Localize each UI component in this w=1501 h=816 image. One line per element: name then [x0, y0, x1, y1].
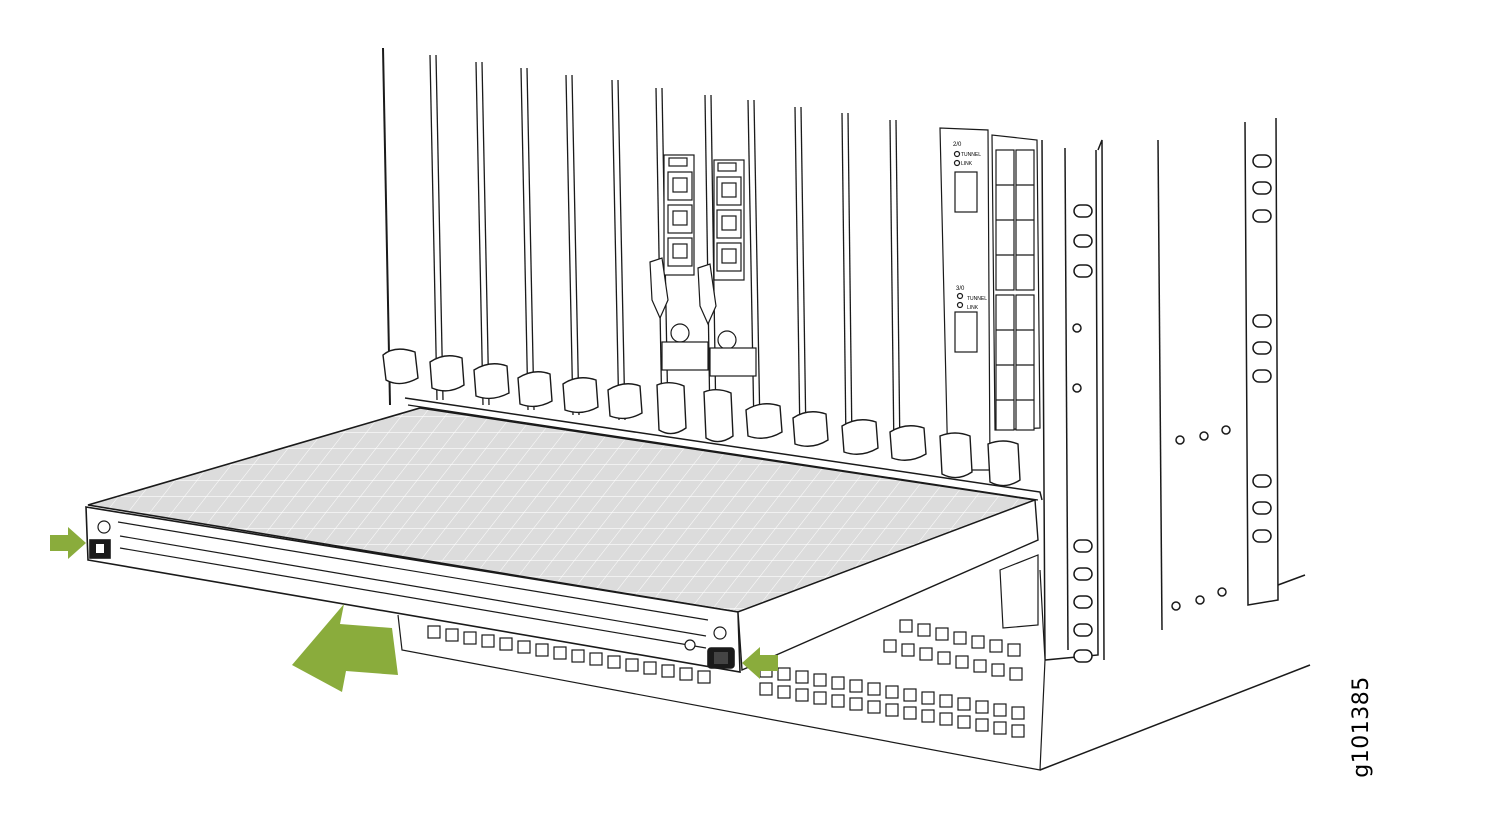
led-label: LINK — [967, 305, 979, 311]
card-slot-label: 3/0 — [956, 286, 965, 292]
screw-icon — [670, 323, 690, 343]
ejector-lever-icon — [697, 263, 717, 326]
chassis — [382, 47, 1306, 663]
screw-icon — [713, 626, 727, 640]
latch-icon[interactable] — [89, 539, 111, 559]
vent-holes — [427, 619, 1025, 738]
fan-tray[interactable] — [85, 407, 1039, 673]
rack-rail — [1041, 117, 1306, 663]
line-card-ports — [991, 134, 1041, 431]
press-latch-arrow-icon — [50, 527, 86, 559]
screw-icon — [717, 330, 737, 350]
ejector-lever-icon — [649, 257, 669, 320]
arrows — [50, 527, 778, 692]
removal-arrow-icon — [292, 604, 398, 692]
card-slot-label: 2/0 — [953, 142, 962, 148]
screw-icon — [684, 639, 696, 651]
line-card-2-0 — [939, 127, 991, 471]
figure-id-label: g101385 — [1349, 676, 1374, 778]
led-label: TUNNEL — [961, 152, 981, 158]
routing-engine-card-1 — [649, 154, 709, 371]
card-handles — [382, 348, 1021, 487]
press-latch-arrow-icon — [742, 647, 778, 679]
latch-icon[interactable] — [707, 647, 735, 669]
led-label: TUNNEL — [967, 296, 987, 302]
fan-tray-faceplate — [85, 506, 741, 673]
led-label: LINK — [961, 161, 973, 167]
screw-icon — [97, 520, 111, 534]
routing-engine-card-2 — [697, 159, 757, 377]
